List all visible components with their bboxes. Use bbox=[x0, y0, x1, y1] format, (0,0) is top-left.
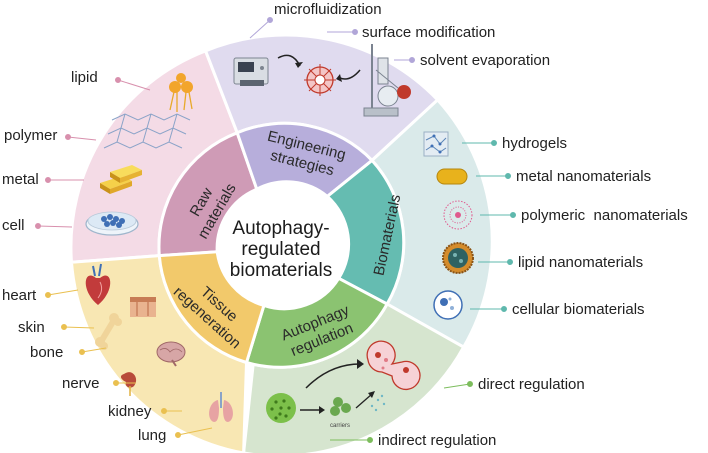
inner-segment-raw-materials[interactable] bbox=[157, 130, 259, 258]
metal-nanomaterial-icon bbox=[436, 168, 468, 185]
label-skin: skin bbox=[18, 319, 45, 336]
arrow-from-carriers-icon bbox=[355, 393, 373, 409]
label-kidney: kidney bbox=[108, 403, 152, 420]
label-solvent-evaporation: solvent evaporation bbox=[420, 52, 550, 69]
leaders-engineering bbox=[249, 17, 415, 63]
leaders-tissue bbox=[45, 289, 213, 438]
lung-icon bbox=[209, 392, 233, 422]
label-lipid-nanomaterials: lipid nanomaterials bbox=[518, 254, 643, 271]
metal-icon bbox=[100, 165, 142, 194]
polymer-icon bbox=[103, 113, 191, 149]
label-bone: bone bbox=[30, 344, 63, 361]
arrowhead-4-icon bbox=[368, 391, 375, 398]
center-title-line3: biomaterials bbox=[230, 260, 332, 281]
label-indirect-regulation: indirect regulation bbox=[378, 432, 496, 449]
inner-segment-tissue-regeneration[interactable] bbox=[157, 250, 266, 365]
carriers-icon bbox=[330, 397, 351, 416]
inner-segment-autophagy-regulation[interactable] bbox=[244, 276, 390, 369]
leaders-raw bbox=[35, 77, 151, 229]
label-cellular-biomaterials: cellular biomaterials bbox=[512, 301, 645, 318]
microfluidizer-icon bbox=[233, 57, 269, 86]
arrowhead-2-icon bbox=[336, 74, 342, 82]
label-metal-nanomaterials: metal nanomaterials bbox=[516, 168, 651, 185]
kidney-icon bbox=[120, 372, 137, 396]
rotary-evaporator-icon bbox=[363, 44, 411, 117]
nanoparticle-icon bbox=[266, 393, 296, 423]
center-title-line1: Autophagy- bbox=[232, 218, 329, 239]
lipid-icon bbox=[169, 73, 193, 112]
label-surface-modification: surface modification bbox=[362, 24, 495, 41]
center-circle bbox=[219, 184, 343, 308]
brain-icon bbox=[156, 341, 186, 367]
label-polymer: polymer bbox=[4, 127, 57, 144]
autophagosome-lysosome-icon bbox=[366, 340, 421, 391]
lipid-nanomaterial-icon bbox=[442, 242, 474, 274]
polymeric-nanomaterial-icon bbox=[443, 200, 473, 230]
arrowhead-3-icon bbox=[319, 406, 325, 414]
label-lipid: lipid bbox=[71, 69, 98, 86]
label-heart: heart bbox=[2, 287, 37, 304]
label-polymeric-nanomaterials: polymeric nanomaterials bbox=[521, 207, 688, 224]
carriers-label: carriers bbox=[330, 423, 350, 429]
hydrogel-icon bbox=[423, 131, 449, 157]
released-particles-icon bbox=[370, 394, 386, 412]
arrowhead-1-icon bbox=[295, 62, 303, 68]
leaders-biomaterials bbox=[462, 140, 516, 312]
leaders-autophagy bbox=[330, 381, 473, 443]
cell-culture-icon bbox=[85, 211, 139, 236]
center-title-line2: regulated bbox=[241, 239, 320, 260]
label-metal: metal bbox=[2, 171, 39, 188]
skin-icon bbox=[130, 297, 156, 317]
arrow-from-evaporator-icon bbox=[339, 69, 361, 80]
label-nerve: nerve bbox=[62, 375, 100, 392]
bone-icon bbox=[95, 313, 122, 350]
label-lung: lung bbox=[138, 427, 166, 444]
label-direct-regulation: direct regulation bbox=[478, 376, 585, 393]
cellular-biomaterial-icon bbox=[433, 290, 463, 320]
curved-arrow-icon bbox=[305, 363, 361, 389]
label-cell: cell bbox=[2, 217, 25, 234]
modified-nanoparticle-icon bbox=[304, 64, 336, 96]
label-microfluidization: microfluidization bbox=[274, 1, 382, 18]
arrowhead-5-icon bbox=[357, 359, 364, 369]
label-hydrogels: hydrogels bbox=[502, 135, 567, 152]
heart-icon bbox=[85, 263, 111, 305]
